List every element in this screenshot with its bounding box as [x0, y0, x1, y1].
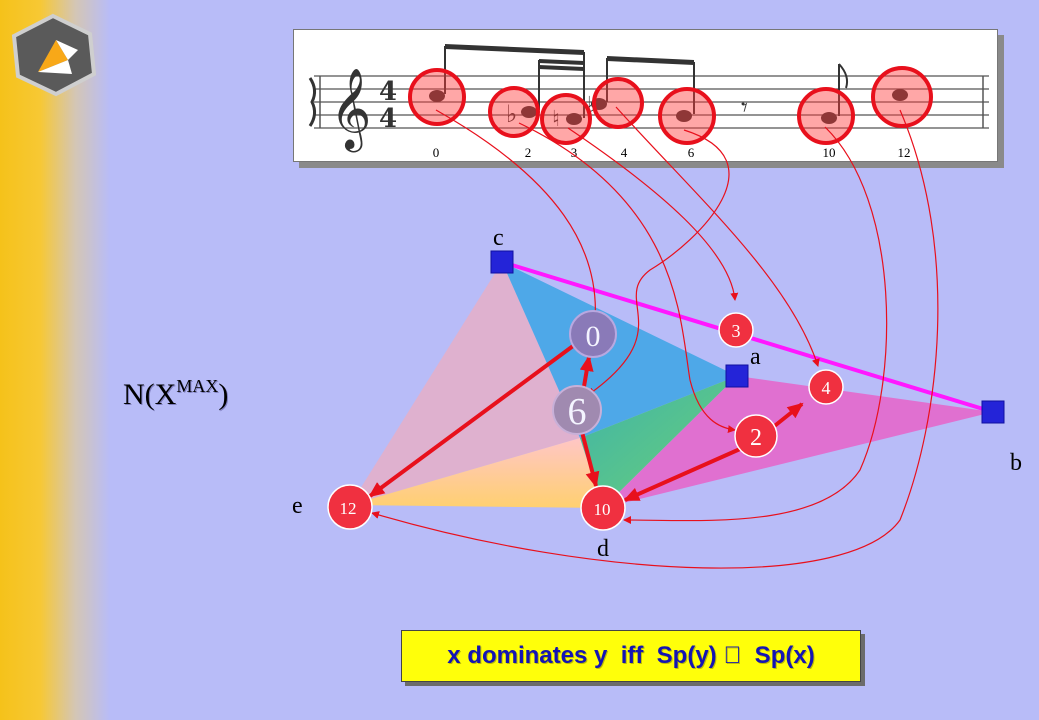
vertex-label-b: b	[1010, 450, 1022, 476]
node-2-label: 2	[750, 425, 762, 451]
node-3-label: 3	[732, 321, 741, 341]
formula-text: x dominates y iff Sp(y)   Sp(x)	[447, 642, 815, 669]
node-6	[552, 385, 602, 435]
node-2	[734, 414, 778, 458]
logo-icon	[11, 13, 97, 97]
node-12	[327, 484, 373, 530]
face-ad-center	[580, 376, 737, 508]
node-10-label: 10	[594, 500, 611, 519]
note-index: 10	[823, 145, 836, 160]
face-cde	[350, 262, 580, 505]
staff-bracket	[308, 77, 317, 127]
time-signature-top: 4	[379, 77, 397, 107]
nx-close: )	[218, 378, 229, 411]
music-staff-panel: 𝄞 4 4	[293, 29, 998, 162]
note-index: 12	[898, 145, 911, 160]
node-10	[580, 485, 626, 531]
note-index: 3	[571, 145, 578, 160]
note-heads	[429, 89, 908, 125]
vertex-a	[725, 364, 749, 388]
node-0-label: 0	[586, 320, 601, 353]
nx-max-label: N(XMAX)	[123, 376, 229, 412]
note-beams	[445, 44, 694, 71]
dominance-arrows	[368, 344, 804, 502]
flat-icon: ♭	[506, 100, 517, 128]
note-highlights	[408, 66, 933, 145]
time-signature-bottom: 4	[379, 104, 397, 134]
treble-clef-icon: 𝄞	[330, 67, 371, 152]
note-index: 0	[433, 145, 440, 160]
node-4-label: 4	[822, 378, 831, 398]
node-6-label: 6	[568, 391, 587, 433]
note-index: 2	[525, 145, 532, 160]
note-flag	[838, 63, 849, 89]
node-0	[569, 310, 617, 358]
music-staff: 𝄞 4 4	[308, 44, 989, 160]
face-de-center	[350, 438, 603, 508]
vertex-b	[981, 400, 1005, 424]
node-12-label: 12	[340, 499, 357, 518]
vertex-c	[490, 250, 514, 274]
vertex-label-c: c	[493, 225, 504, 251]
node-4	[808, 369, 844, 405]
vertex-label-e: e	[292, 493, 303, 519]
eighth-rest-icon: 𝄾	[741, 93, 748, 123]
node-3	[718, 312, 754, 348]
note-index: 6	[688, 145, 695, 160]
mapping-arrows	[371, 106, 939, 569]
node-circles	[327, 310, 844, 531]
nx-sup: MAX	[176, 376, 219, 396]
note-index: 4	[621, 145, 628, 160]
nx-base: N(X	[123, 378, 177, 411]
vertex-label-a: a	[750, 344, 761, 370]
formula-box: x dominates y iff Sp(y)   Sp(x)	[401, 630, 861, 682]
natural-sharp-icon: ♮	[552, 107, 560, 132]
face-abd	[603, 376, 993, 508]
vertex-label-d: d	[597, 536, 609, 562]
